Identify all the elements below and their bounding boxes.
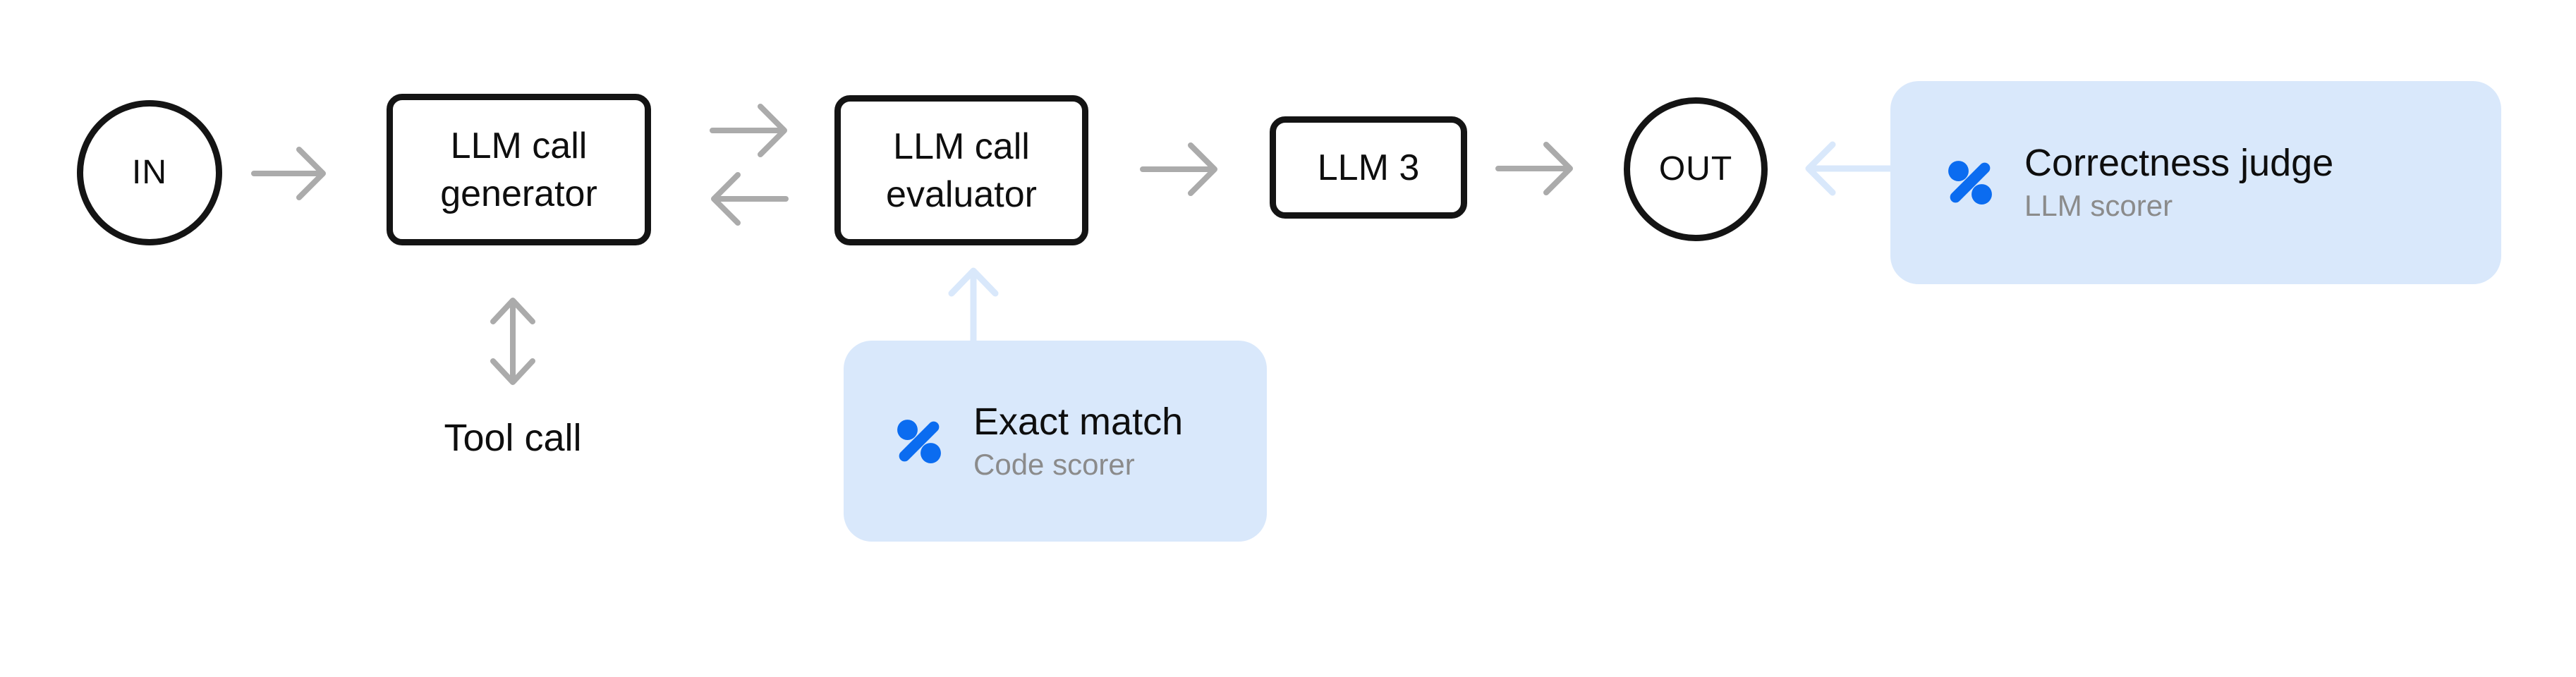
- scorer-subtitle: Code scorer: [973, 447, 1135, 481]
- node-llm-call-generator[interactable]: LLM call generator: [387, 94, 651, 245]
- scorer-text-block: Exact match Code scorer: [973, 398, 1183, 484]
- arrow-evaluator-to-llm3: [1140, 142, 1217, 196]
- node-output[interactable]: OUT: [1624, 97, 1768, 241]
- percent-icon: [1948, 161, 1992, 205]
- scorer-text-block: Correctness judge LLM scorer: [2024, 140, 2333, 226]
- node-input-label: IN: [132, 154, 167, 191]
- node-llm-3-label: LLM 3: [1317, 147, 1420, 188]
- node-llm-call-evaluator-label: LLM call evaluator: [886, 126, 1037, 215]
- arrow-exact-match-to-evaluator: [948, 267, 999, 345]
- scorer-title: Correctness judge: [2024, 142, 2334, 184]
- arrow-generator-to-evaluator: [710, 104, 787, 157]
- scorer-card-correctness-judge[interactable]: Correctness judge LLM scorer: [1890, 81, 2501, 284]
- arrow-correctness-judge-to-output: [1805, 141, 1894, 196]
- node-llm-call-evaluator[interactable]: LLM call evaluator: [834, 95, 1088, 245]
- percent-icon: [897, 419, 941, 463]
- node-llm-3[interactable]: LLM 3: [1270, 116, 1467, 219]
- node-input[interactable]: IN: [77, 100, 222, 245]
- arrow-input-to-generator: [251, 147, 326, 200]
- scorer-title: Exact match: [973, 400, 1184, 443]
- arrow-llm3-to-output: [1495, 142, 1573, 195]
- node-output-label: OUT: [1658, 150, 1733, 188]
- scorer-card-exact-match[interactable]: Exact match Code scorer: [844, 341, 1267, 542]
- arrow-tool-call-bidirectional: [490, 298, 535, 385]
- node-llm-call-generator-label: LLM call generator: [440, 125, 597, 214]
- tool-call-label: Tool call: [444, 417, 582, 459]
- scorer-subtitle: LLM scorer: [2024, 189, 2173, 222]
- arrow-evaluator-to-generator: [711, 172, 789, 226]
